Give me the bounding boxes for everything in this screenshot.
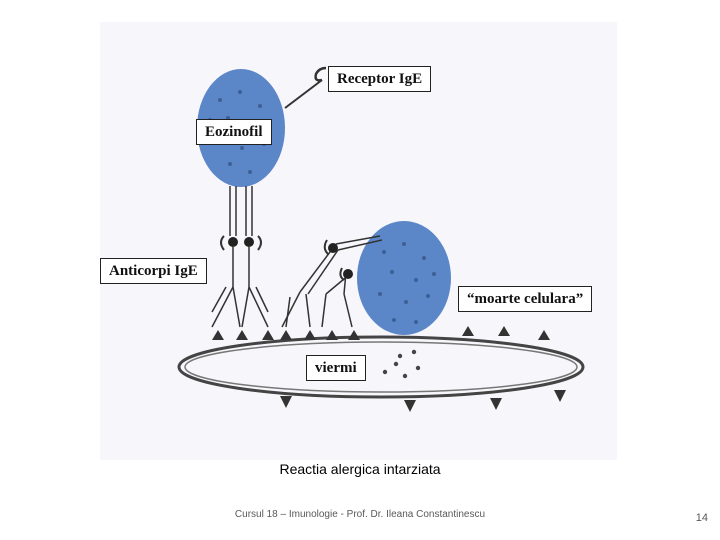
worm-membrane-outer [177, 335, 585, 399]
label-moarte-celulara: “moarte celulara” [458, 286, 593, 312]
dying-cell [357, 221, 451, 335]
worm-membrane-inner [184, 341, 578, 393]
slide-footer: Cursul 18 – Imunologie - Prof. Dr. Ilean… [234, 509, 486, 520]
diagram-figure: Receptor IgE Eozinofil Anticorpi IgE “mo… [100, 22, 617, 460]
receptor-hook [314, 66, 327, 82]
released-granules [382, 349, 421, 379]
label-viermi: viermi [306, 355, 366, 381]
receptor-pointer [284, 79, 323, 109]
ige-antibodies-left [211, 247, 269, 328]
label-eozinofil: Eozinofil [196, 119, 272, 145]
label-receptor-ige: Receptor IgE [328, 66, 432, 92]
diagram-canvas [177, 66, 585, 412]
label-anticorpi-ige: Anticorpi IgE [100, 258, 207, 284]
dying-cell-granules [378, 242, 436, 324]
page-number: 14 [695, 512, 708, 524]
worm-antigens-bottom [280, 390, 566, 412]
worm-antigens-top [212, 326, 550, 340]
slide-caption: Reactia alergica intarziata [279, 461, 441, 477]
